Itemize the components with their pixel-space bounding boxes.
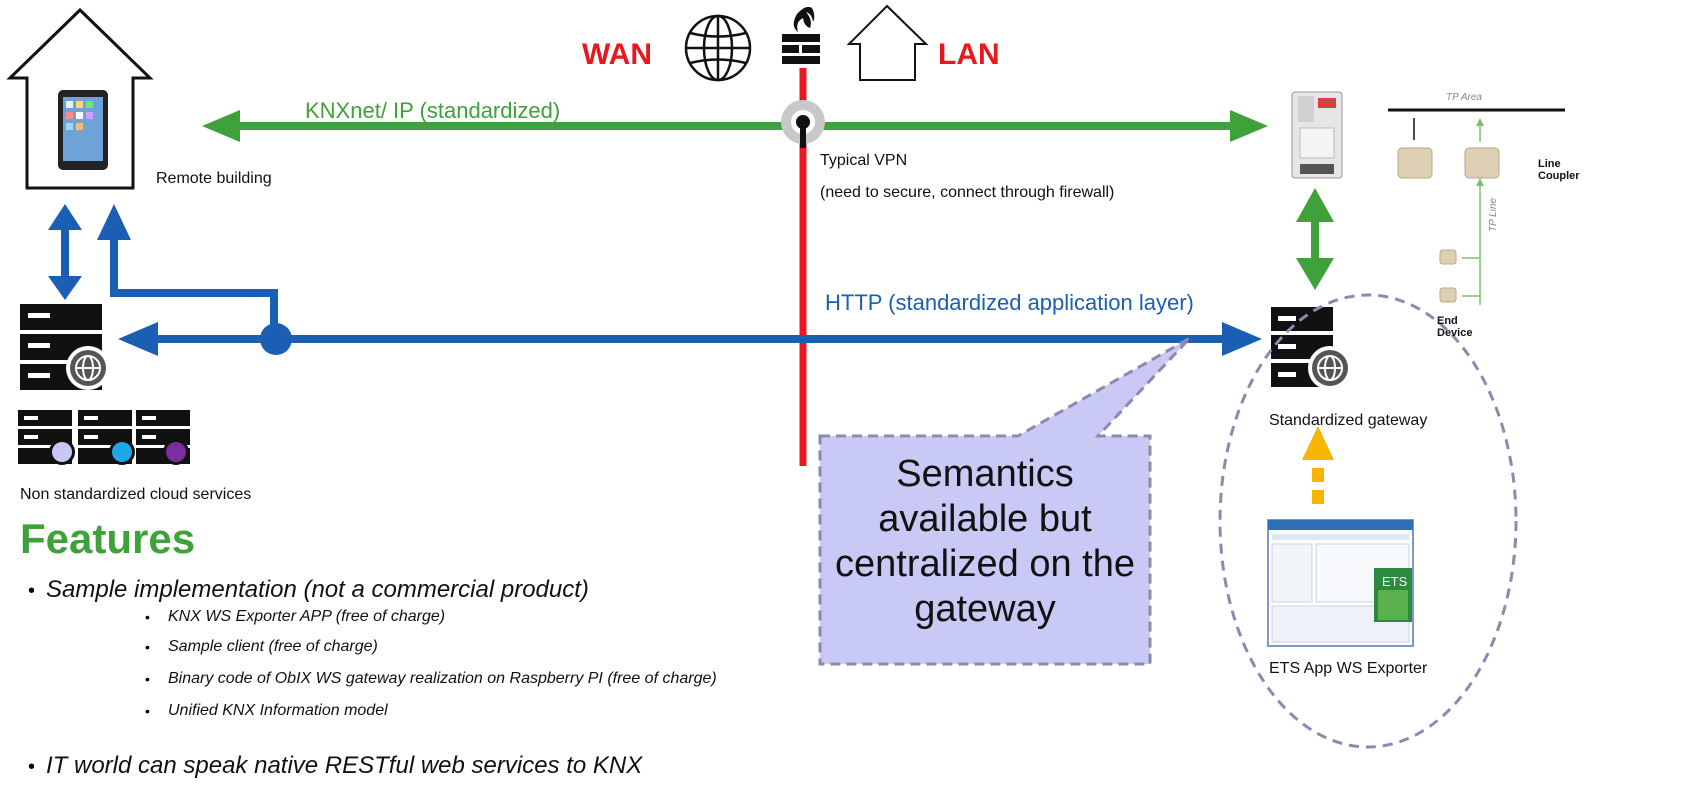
knxnet-ip-arrow [202,110,1268,142]
bullet-icon: • [145,639,150,655]
vpn-label: Typical VPN [820,152,908,169]
tp-line-label: TP Line [1488,197,1499,232]
bullet-icon: • [28,756,36,778]
knxnet-ip-label: KNXnet/ IP (standardized) [305,98,561,123]
remote-building-label: Remote building [156,170,272,187]
http-branch-line [110,236,278,338]
features-title: Features [20,515,196,562]
vpn-lock-icon [781,100,825,148]
cloud-services-label: Non standardized cloud services [20,486,252,503]
callout-text: Semantics available but centralized on t… [835,453,1135,630]
gateway-server-icon [1271,307,1352,390]
feature-item: Sample implementation (not a commercial … [46,576,589,603]
bullet-icon: • [28,580,36,602]
globe-icon [684,14,752,82]
lan-house-icon [846,4,929,81]
vpn-note: (need to secure, connect through firewal… [820,184,1115,201]
ets-app-label: ETS App WS Exporter [1269,660,1428,677]
cloud-services-icons [18,410,190,465]
feature-subitem: Unified KNX Information model [168,702,388,719]
cloud-server-icon [20,304,110,390]
gateway-label: Standardized gateway [1269,412,1428,429]
feature-subitem: Binary code of ObIX WS gateway realizati… [168,670,717,687]
knx-ip-router-device [1291,91,1343,179]
tp-area-label: TP Area [1446,92,1482,103]
ets-app-screenshot: ETS [1267,519,1414,647]
cloud-link-arrows [48,204,131,300]
export-arrow [1302,426,1334,504]
wan-label: WAN [582,38,652,71]
bullet-icon: • [145,671,150,687]
remote-building-icon [6,7,154,190]
feature-subitem: Sample client (free of charge) [168,638,378,655]
gateway-link-arrow [1296,188,1334,290]
gateway-group-outline [1218,293,1518,749]
http-label: HTTP (standardized application layer) [825,290,1194,315]
tp-topology [1388,108,1565,305]
firewall-icon [782,6,820,64]
http-arrow [118,322,1262,356]
semantics-callout [818,336,1192,666]
lan-label: LAN [938,38,1000,71]
svg-text:ETS: ETS [1382,574,1408,589]
bullet-icon: • [145,703,150,719]
feature-item: IT world can speak native RESTful web se… [46,752,643,779]
bullet-icon: • [145,609,150,625]
feature-subitem: KNX WS Exporter APP (free of charge) [168,608,446,625]
